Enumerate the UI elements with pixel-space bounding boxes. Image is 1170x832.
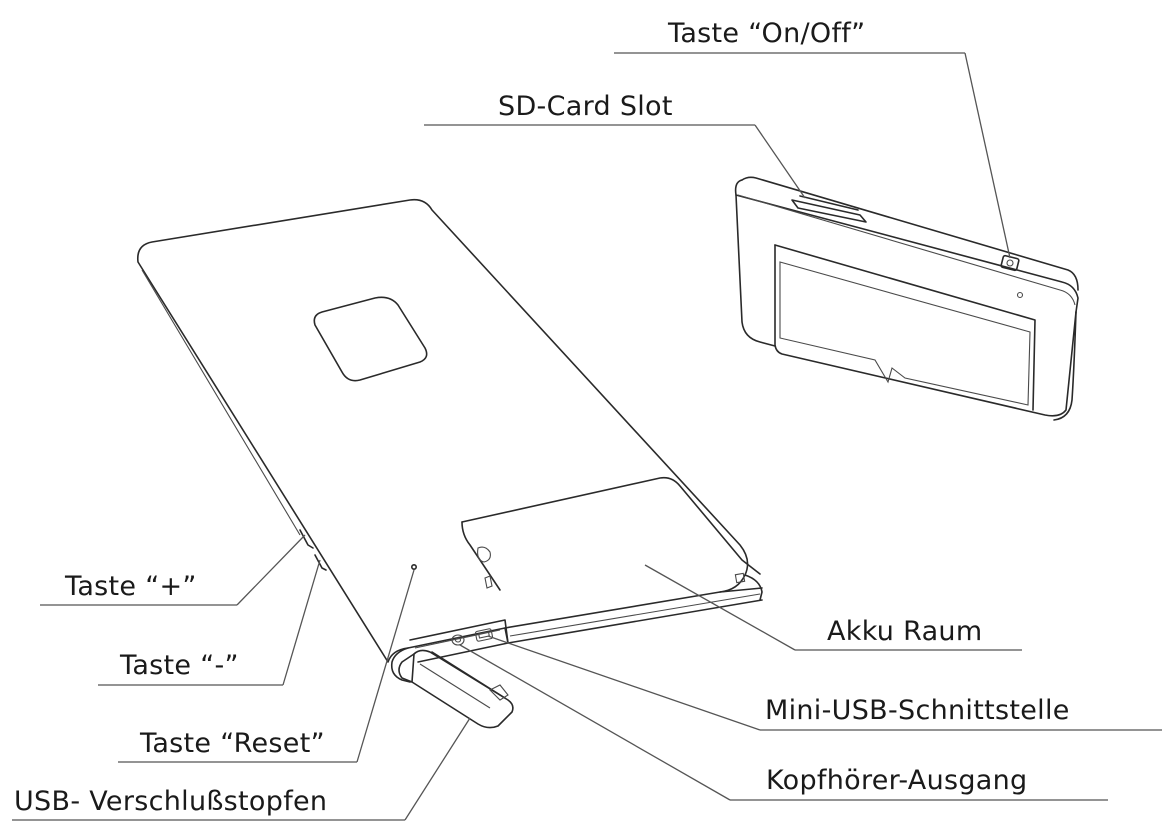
label-taste-minus: Taste “-” — [120, 650, 239, 681]
label-on-off: Taste “On/Off” — [668, 18, 866, 49]
label-taste-reset: Taste “Reset” — [140, 728, 325, 759]
label-usb-stopper: USB- Verschlußstopfen — [14, 786, 328, 817]
usb-stopper-drawing — [398, 649, 514, 729]
label-sd-card-slot: SD-Card Slot — [498, 91, 673, 122]
small-device-drawing — [734, 176, 1079, 421]
leader-headphone — [459, 644, 731, 801]
leader-battery — [644, 564, 796, 651]
main-device-drawing — [136, 198, 763, 683]
label-kopfhoerer: Kopfhörer-Ausgang — [766, 765, 1028, 796]
label-mini-usb: Mini-USB-Schnittstelle — [765, 695, 1070, 726]
leader-mini-usb — [487, 635, 761, 731]
leader-lines — [12, 52, 1162, 821]
label-taste-plus: Taste “+” — [65, 571, 197, 602]
label-akku-raum: Akku Raum — [827, 616, 983, 647]
